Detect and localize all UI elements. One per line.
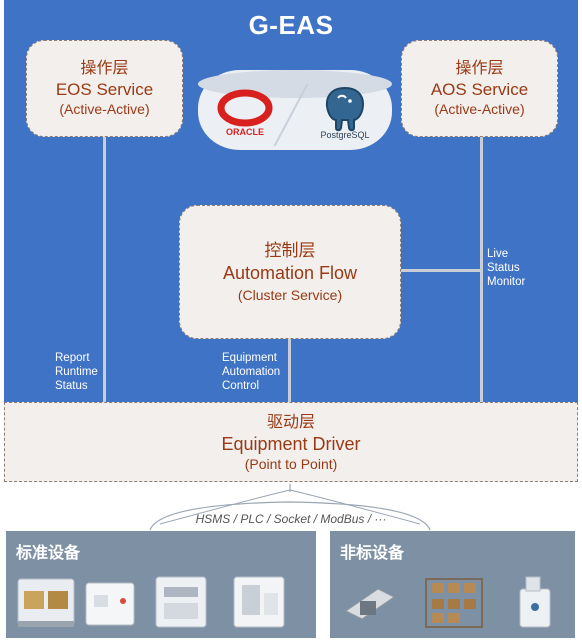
equipment-automation-control-label: Equipment Automation Control: [222, 352, 281, 392]
wafer-tool-image-1: [17, 578, 75, 627]
automation-flow-name: Automation Flow: [222, 262, 358, 283]
robot-station-image: [519, 576, 551, 628]
driver-mode-label: (Point to Point): [244, 455, 338, 472]
storage-rack-image: [425, 578, 483, 628]
automation-layer-label: 控制层: [264, 240, 316, 260]
wafer-tool-image-2: [85, 582, 135, 626]
eos-service-box: 操作层 EOS Service (Active-Active): [26, 40, 183, 137]
nonstandard-equipment-images: [345, 576, 551, 628]
standard-equipment-panel: 标准设备: [6, 531, 316, 638]
nonstandard-equipment-title: 非标设备: [340, 545, 405, 562]
svg-text:PostgreSQL: PostgreSQL: [320, 130, 369, 140]
aos-connector-line: [480, 137, 483, 402]
wafer-tool-image-3: [155, 576, 207, 628]
driver-layer-label: 驱动层: [266, 413, 315, 431]
equipment-driver-box: 驱动层 Equipment Driver (Point to Point): [4, 402, 578, 482]
aos-mode-label: (Active-Active): [434, 101, 525, 117]
aos-layer-label: 操作层: [455, 60, 504, 77]
standard-equipment-title: 标准设备: [16, 545, 81, 562]
eos-service-name: EOS Service: [55, 80, 154, 99]
postgresql-logo-icon: PostgreSQL: [314, 84, 376, 145]
aos-service-name: AOS Service: [430, 80, 529, 99]
eos-mode-label: (Active-Active): [59, 101, 150, 117]
geas-title: G-EAS: [248, 10, 334, 40]
automation-mode-label: (Cluster Service): [237, 286, 343, 303]
eos-layer-label: 操作层: [80, 60, 129, 77]
oracle-logo-icon: ORACLE: [216, 88, 274, 143]
nonstandard-equipment-panel: 非标设备: [330, 531, 575, 638]
automation-to-aos-line: [401, 269, 481, 272]
aos-service-box: 操作层 AOS Service (Active-Active): [401, 40, 558, 137]
driver-name: Equipment Driver: [221, 433, 361, 454]
standard-equipment-images: [17, 576, 285, 628]
protocol-arc: [149, 484, 431, 531]
conveyor-image: [345, 588, 395, 620]
automation-connector-line: [288, 339, 291, 402]
eos-connector-line: [103, 137, 106, 402]
live-status-monitor-label: Live Status Monitor: [487, 248, 526, 288]
automation-flow-box: 控制层 Automation Flow (Cluster Service): [179, 205, 401, 339]
protocol-list-label: HSMS / PLC / Socket / ModBus / ···: [195, 512, 387, 526]
report-runtime-status-label: Report Runtime Status: [55, 352, 98, 392]
svg-text:ORACLE: ORACLE: [226, 127, 264, 137]
wafer-tool-image-4: [233, 576, 285, 628]
